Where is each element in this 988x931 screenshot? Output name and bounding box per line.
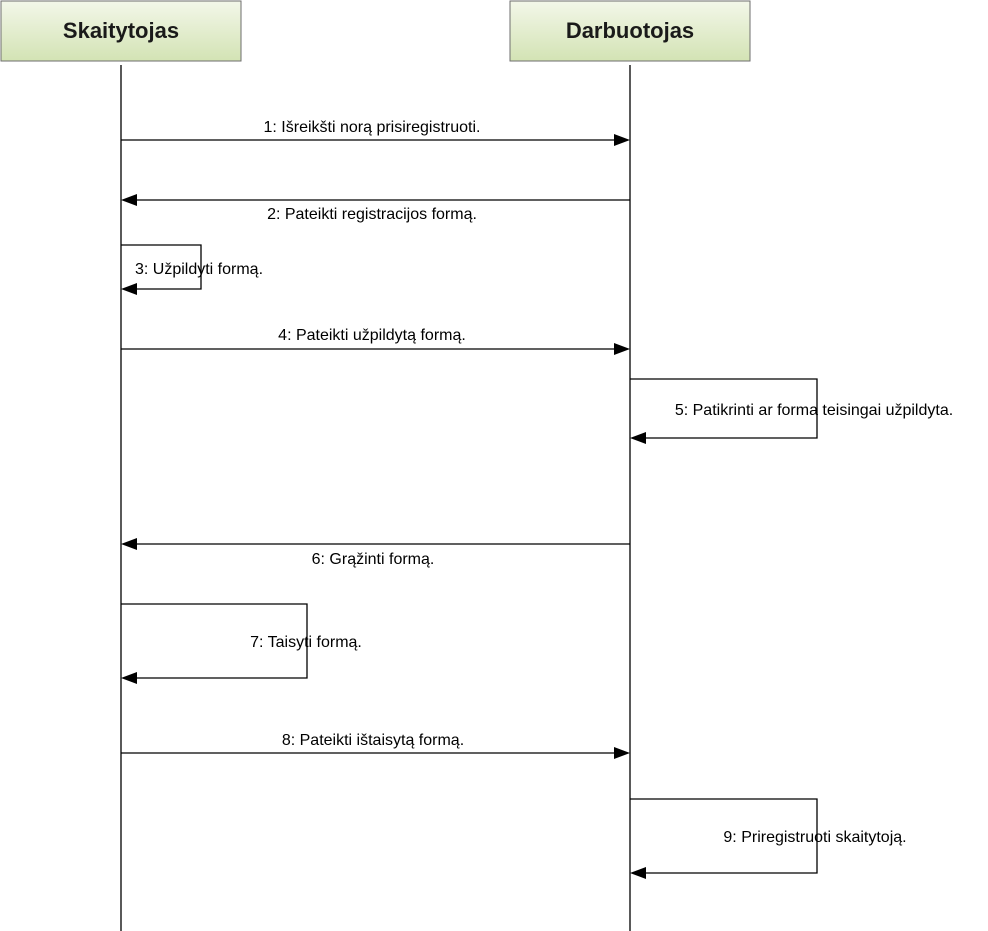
message-line-9 bbox=[630, 798, 818, 874]
arrowhead-2 bbox=[121, 194, 137, 206]
message-label-9: 9: Priregistruoti skaitytoją. bbox=[723, 829, 906, 846]
arrowhead-1 bbox=[614, 134, 630, 146]
message-8: 8: Pateikti ištaisytą formą. bbox=[121, 732, 630, 759]
arrowhead-7 bbox=[121, 672, 137, 684]
message-9: 9: Priregistruoti skaitytoją. bbox=[630, 798, 907, 879]
actor-label-darbuotojas: Darbuotojas bbox=[566, 18, 694, 43]
message-label-5: 5: Patikrinti ar forma teisingai užpildy… bbox=[675, 402, 953, 419]
arrowhead-3 bbox=[121, 283, 137, 295]
message-3: 3: Užpildyti formą. bbox=[121, 244, 263, 295]
messages: 1: Išreikšti norą prisiregistruoti. 2: Pa… bbox=[121, 119, 953, 879]
message-7: 7: Taisyti formą. bbox=[121, 603, 362, 684]
message-4: 4: Pateikti užpildytą formą. bbox=[121, 327, 630, 355]
arrowhead-4 bbox=[614, 343, 630, 355]
message-line-7 bbox=[121, 603, 308, 679]
message-label-8: 8: Pateikti ištaisytą formą. bbox=[282, 732, 464, 749]
arrowhead-8 bbox=[614, 747, 630, 759]
message-2: 2: Pateikti registracijos formą. bbox=[121, 194, 630, 223]
message-label-6: 6: Grąžinti formą. bbox=[312, 551, 435, 568]
actor-darbuotojas: Darbuotojas bbox=[509, 0, 751, 62]
message-6: 6: Grąžinti formą. bbox=[121, 538, 630, 568]
message-line-5 bbox=[630, 378, 818, 439]
message-label-3: 3: Užpildyti formą. bbox=[135, 261, 263, 278]
message-1: 1: Išreikšti norą prisiregistruoti. bbox=[121, 119, 630, 146]
actor-label-skaitytojas: Skaitytojas bbox=[63, 18, 179, 43]
message-label-1: 1: Išreikšti norą prisiregistruoti. bbox=[264, 119, 481, 136]
arrowhead-5 bbox=[630, 432, 646, 444]
message-label-4: 4: Pateikti užpildytą formą. bbox=[278, 327, 466, 344]
actor-box-skaitytojas bbox=[0, 0, 242, 62]
arrowhead-9 bbox=[630, 867, 646, 879]
message-line-3 bbox=[121, 244, 202, 290]
actor-box-darbuotojas bbox=[509, 0, 751, 62]
message-label-7: 7: Taisyti formą. bbox=[250, 634, 362, 651]
message-label-2: 2: Pateikti registracijos formą. bbox=[267, 206, 477, 223]
actor-skaitytojas: Skaitytojas bbox=[0, 0, 242, 62]
message-5: 5: Patikrinti ar forma teisingai užpildy… bbox=[630, 378, 953, 444]
arrowhead-6 bbox=[121, 538, 137, 550]
